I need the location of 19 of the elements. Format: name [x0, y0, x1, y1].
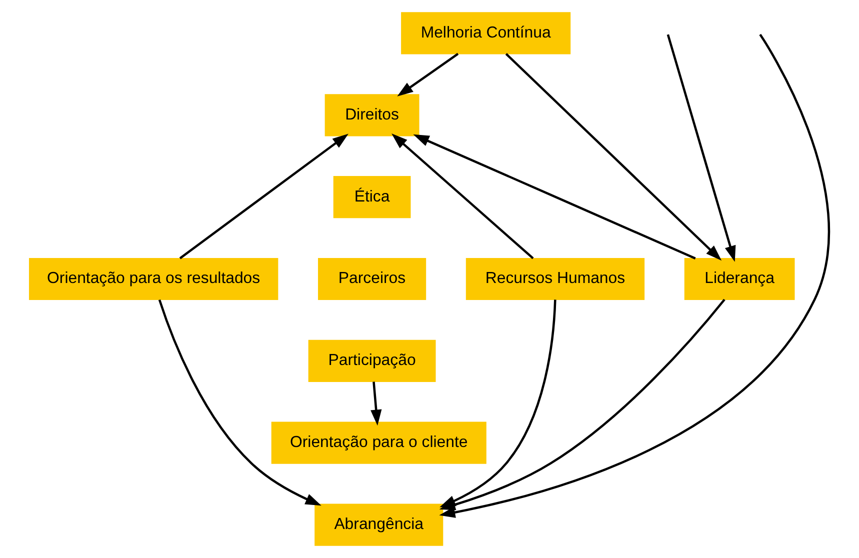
arrow [370, 382, 382, 426]
arrow [440, 300, 556, 508]
node-box: Ética [333, 176, 411, 218]
node-box: Abrangência [314, 504, 444, 546]
arrow [413, 134, 696, 260]
arrow [505, 53, 722, 261]
node-box: Orientação para os resultados [28, 258, 278, 300]
node-box: Parceiros [318, 258, 426, 300]
arrow [392, 134, 534, 260]
node-box: Melhoria Contínua [401, 12, 571, 54]
node-box: Liderança [684, 258, 795, 300]
arrow [158, 299, 322, 506]
arrow [666, 34, 736, 262]
arrow [397, 52, 459, 96]
node-box: Direitos [324, 94, 420, 136]
node-box: Orientação para o cliente [271, 422, 486, 464]
node-box: Participação [308, 340, 436, 382]
node-box: Recursos Humanos [466, 258, 645, 300]
arrow [179, 134, 348, 260]
